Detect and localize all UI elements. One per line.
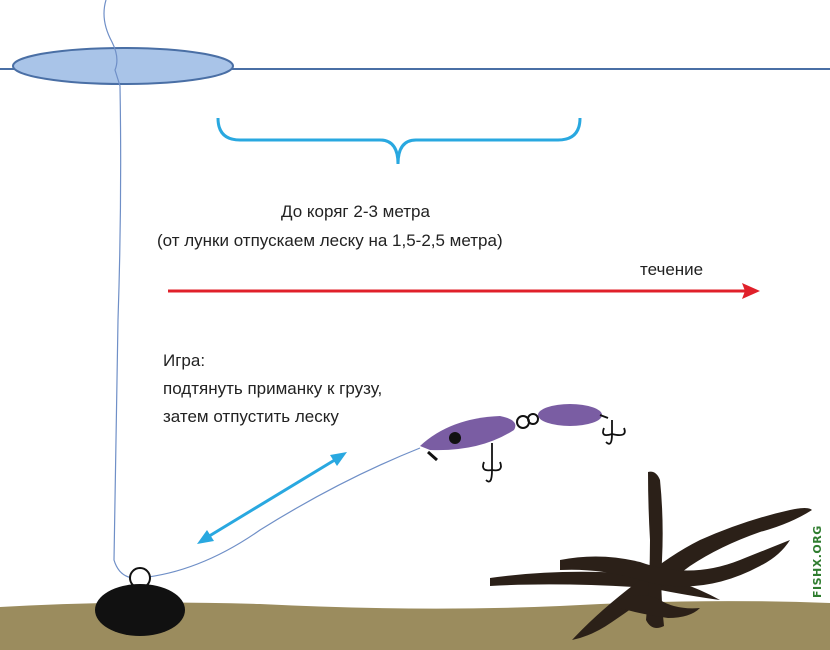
current-label: течение [640, 258, 703, 282]
fishing-line [104, 0, 140, 578]
play-step-1: подтянуть приманку к грузу, [163, 377, 382, 401]
play-step-2: затем отпустить леску [163, 405, 339, 429]
ice-hole-icon [13, 48, 233, 84]
leader-line [140, 448, 420, 578]
lure-icon [420, 404, 608, 460]
watermark: FISHX.ORG [811, 525, 824, 598]
distance-label: До коряг 2-3 метра [281, 200, 430, 224]
motion-double-arrow [197, 452, 347, 544]
play-title: Игра: [163, 349, 205, 373]
sinker-icon [95, 568, 185, 636]
distance-brace [218, 118, 580, 164]
distance-note: (от лунки отпускаем леску на 1,5-2,5 мет… [157, 229, 503, 253]
current-arrow [168, 283, 760, 299]
